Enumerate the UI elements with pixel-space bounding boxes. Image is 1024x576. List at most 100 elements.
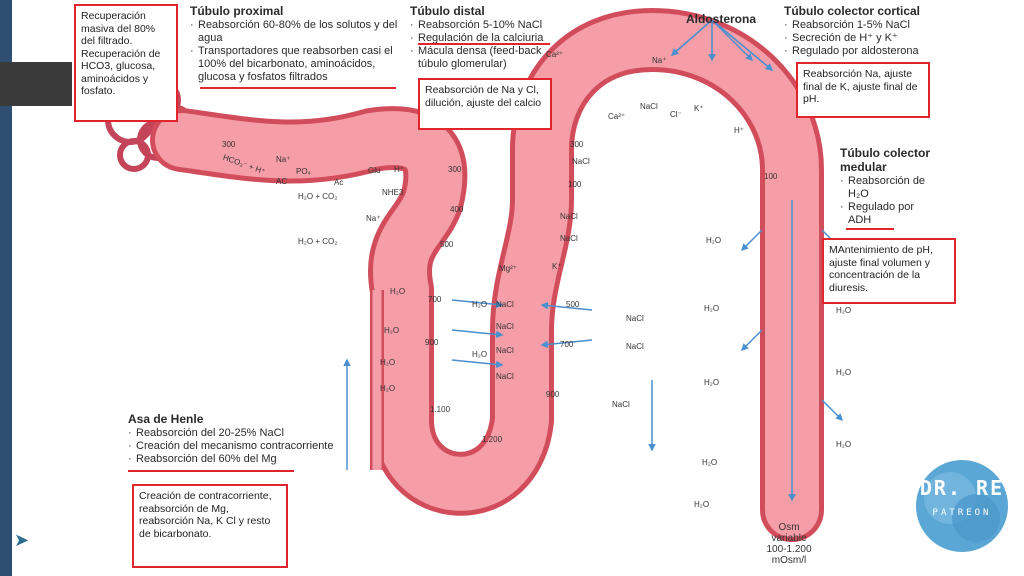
osm-variable-line: variable	[771, 533, 807, 544]
ion-label: NaCl	[496, 372, 514, 381]
ion-label: Na⁺	[276, 155, 291, 164]
ion-label: Mg²⁺	[499, 264, 517, 273]
ion-label: NaCl	[572, 157, 590, 166]
chem-label: PO₄	[296, 167, 311, 176]
underline-henle	[128, 470, 294, 472]
osm-variable-line: 100-1.200	[766, 544, 812, 555]
dr-re-logo: DR. RE PATREON	[914, 456, 1010, 556]
ion-label: H₂O	[380, 358, 396, 367]
osm-label: 500	[566, 300, 580, 309]
note-cortical: Reabsorción Na, ajuste final de K, ajust…	[796, 62, 930, 118]
ion-label: NaCl	[560, 212, 578, 221]
header-proximal-item: Transportadores que reabsorben casi el 1…	[190, 45, 400, 84]
header-proximal-item: Reabsorción 60-80% de los solutos y del …	[190, 19, 400, 45]
chem-label: H₂O + CO₂	[298, 237, 338, 246]
ion-label: H₂O	[694, 500, 710, 509]
ion-label: H₂O	[702, 458, 718, 467]
header-distal-item: Reabsorción 5-10% NaCl	[410, 19, 560, 32]
header-henle-title: Asa de Henle	[128, 412, 204, 426]
osm-label: 500	[440, 240, 454, 249]
underline-medular	[846, 228, 894, 230]
logo-subtitle: PATREON	[932, 508, 992, 518]
osm-label: 300	[448, 165, 462, 174]
osm-label: 1.100	[430, 405, 451, 414]
ion-label: H₂O	[706, 236, 722, 245]
logo-title: DR. RE	[919, 476, 1005, 500]
slide-arrow-icon: ➤	[14, 530, 30, 550]
underline-distal	[418, 43, 550, 45]
ion-label: NaCl	[496, 300, 514, 309]
note-distal: Reabsorción de Na y Cl, dilución, ajuste…	[418, 78, 552, 130]
chem-label: AC	[276, 177, 288, 186]
left-accent-bar	[0, 0, 12, 576]
header-cortical: Túbulo colector cortical Reabsorción 1-5…	[784, 4, 944, 58]
header-cortical-title: Túbulo colector cortical	[784, 4, 921, 18]
header-aldosterona: Aldosterona	[686, 12, 756, 27]
ion-label: K⁺	[552, 262, 562, 271]
ion-label: Ca²⁺	[608, 112, 626, 121]
ion-label: H₂O	[704, 304, 720, 313]
note-proximal: Recuperación masiva del 80% del filtrado…	[74, 4, 178, 122]
chem-label: Ac	[334, 178, 344, 187]
ion-label: H₂O	[704, 378, 720, 387]
ion-label: NaCl	[560, 234, 578, 243]
header-medular-item: Regulado por ADH	[840, 201, 930, 227]
note-henle: Creación de contracorriente, reabsorción…	[132, 484, 288, 568]
ion-label: H₂O	[472, 300, 488, 309]
osm-label: 900	[546, 390, 560, 399]
header-henle-item: Reabsorción del 20-25% NaCl	[128, 427, 358, 440]
ion-label: NaCl	[612, 400, 630, 409]
osm-label: 100	[568, 180, 582, 189]
ion-label: H₂O	[836, 440, 852, 449]
osm-variable-line: Osm	[778, 522, 800, 533]
ion-label: H⁺	[734, 126, 744, 135]
osm-label: 900	[425, 338, 439, 347]
ion-label: H₂O	[384, 326, 400, 335]
osm-label: 400	[450, 205, 464, 214]
ion-label: H₂O	[472, 350, 488, 359]
chem-label: H₂O + CO₂	[298, 192, 338, 201]
ion-label: H₂O	[836, 368, 852, 377]
note-medular: MAntenimiento de pH, ajuste final volume…	[822, 238, 956, 304]
header-cortical-item: Regulado por aldosterona	[784, 45, 944, 58]
underline-proximal	[200, 87, 396, 89]
ion-label: H₂O	[390, 287, 406, 296]
header-aldosterona-title: Aldosterona	[686, 12, 757, 26]
osm-label: 300	[570, 140, 584, 149]
chem-label: NHE3	[382, 188, 404, 197]
logo-watercolor-circle	[916, 460, 1008, 552]
header-proximal: Túbulo proximal Reabsorción 60-80% de lo…	[190, 4, 400, 84]
header-henle-item: Creación del mecanismo contracorriente	[128, 440, 358, 453]
ion-label: K⁺	[694, 104, 704, 113]
header-medular-title: Túbulo colector medular	[840, 146, 930, 174]
header-cortical-item: Reabsorción 1-5% NaCl	[784, 19, 944, 32]
header-distal-title: Túbulo distal	[410, 4, 485, 18]
ion-label: NaCl	[626, 314, 644, 323]
ion-label: H₂O	[380, 384, 396, 393]
header-distal-item: Mácula densa (feed-back túbulo glomerula…	[410, 45, 560, 71]
osm-label: 300	[222, 140, 236, 149]
osm-variable-line: mOsm/l	[771, 555, 807, 566]
header-henle-item: Reabsorción del 60% del Mg	[128, 453, 358, 466]
ion-label: NaCl	[496, 346, 514, 355]
ion-label: NaCl	[640, 102, 658, 111]
header-medular: Túbulo colector medular Reabsorción de H…	[840, 146, 930, 227]
ion-label: H⁺	[394, 165, 404, 174]
ion-label: NaCl	[626, 342, 644, 351]
header-henle: Asa de Henle Reabsorción del 20-25% NaCl…	[128, 412, 358, 466]
header-proximal-title: Túbulo proximal	[190, 4, 284, 18]
ion-label: Na⁺	[366, 214, 381, 223]
tubule-fill	[155, 13, 819, 537]
ion-label: Cl⁻	[670, 110, 682, 119]
ion-label: NaCl	[496, 322, 514, 331]
osm-label: 700	[560, 340, 574, 349]
osm-variable-label: Osm variable 100-1.200 mOsm/l	[754, 522, 824, 566]
header-medular-item: Reabsorción de H₂O	[840, 175, 930, 201]
chem-label: Glu	[368, 166, 381, 175]
ion-label: Na⁺	[652, 56, 667, 65]
ion-label: H₂O	[836, 306, 852, 315]
header-cortical-item: Secreción de H⁺ y K⁺	[784, 32, 944, 45]
header-distal-item: Regulación de la calciuria	[410, 32, 560, 45]
left-dark-band	[0, 62, 72, 106]
header-distal: Túbulo distal Reabsorción 5-10% NaCl Reg…	[410, 4, 560, 71]
